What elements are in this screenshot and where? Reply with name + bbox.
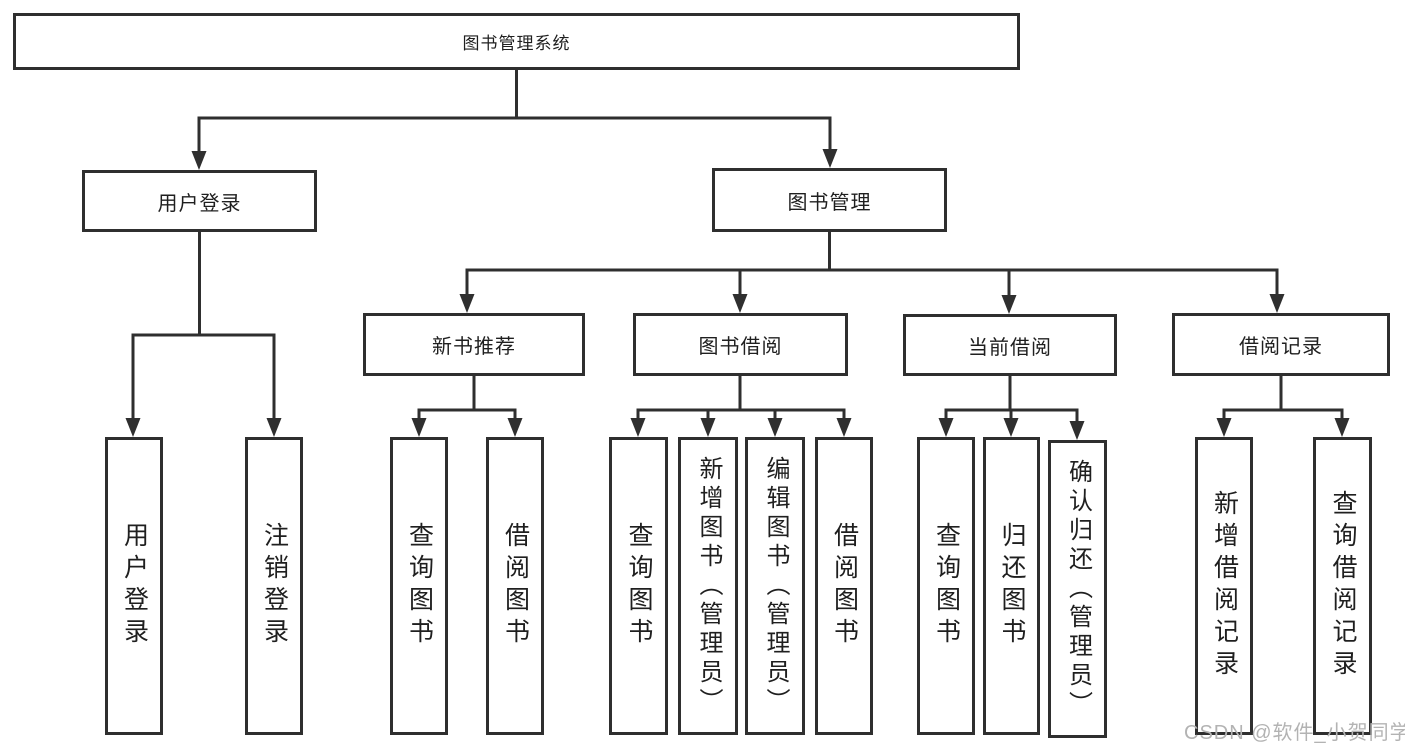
node-leaf-query-books-3: 查询图书 [917, 437, 975, 735]
arrowhead-icon [1269, 294, 1285, 313]
node-leaf-query-books-1: 查询图书 [390, 437, 448, 735]
arrowhead-icon [459, 294, 475, 313]
node-new-book-recommendation: 新书推荐 [363, 313, 585, 376]
arrowhead-icon [1216, 418, 1232, 437]
arrowhead-icon [125, 418, 141, 437]
arrowhead-icon [1334, 418, 1350, 437]
arrowhead-icon [191, 151, 207, 170]
arrowhead-icon [938, 418, 954, 437]
arrowhead-icon [700, 418, 716, 437]
node-user-login-branch: 用户登录 [82, 170, 317, 232]
node-book-management-branch: 图书管理 [712, 168, 947, 232]
arrowhead-icon [836, 418, 852, 437]
node-leaf-borrow-books-1: 借阅图书 [486, 437, 544, 735]
watermark: CSDN @软件_小贺同学 [1184, 722, 1405, 744]
node-leaf-logout: 注销登录 [245, 437, 303, 735]
node-leaf-confirm-return-admin: 确认归还（管理员） [1048, 440, 1107, 738]
node-borrowing-records: 借阅记录 [1172, 313, 1390, 376]
arrowhead-icon [1001, 295, 1017, 314]
node-leaf-borrow-books-2: 借阅图书 [815, 437, 873, 735]
node-current-borrowing: 当前借阅 [903, 314, 1117, 376]
node-leaf-user-login: 用户登录 [105, 437, 163, 735]
node-leaf-add-borrow-record: 新增借阅记录 [1195, 437, 1253, 735]
node-leaf-return-books: 归还图书 [983, 437, 1040, 735]
node-leaf-add-books-admin: 新增图书（管理员） [678, 437, 738, 735]
node-leaf-query-books-2: 查询图书 [609, 437, 668, 735]
node-leaf-query-borrow-record: 查询借阅记录 [1313, 437, 1372, 735]
arrowhead-icon [507, 418, 523, 437]
arrowhead-icon [1069, 421, 1085, 440]
node-library-management-system: 图书管理系统 [13, 13, 1020, 70]
arrowhead-icon [822, 149, 838, 168]
arrowhead-icon [732, 294, 748, 313]
arrowhead-icon [411, 418, 427, 437]
node-leaf-edit-books-admin: 编辑图书（管理员） [745, 437, 805, 735]
arrowhead-icon [630, 418, 646, 437]
arrowhead-icon [1003, 418, 1019, 437]
arrowhead-icon [767, 418, 783, 437]
node-book-borrowing: 图书借阅 [633, 313, 848, 376]
arrowhead-icon [266, 418, 282, 437]
